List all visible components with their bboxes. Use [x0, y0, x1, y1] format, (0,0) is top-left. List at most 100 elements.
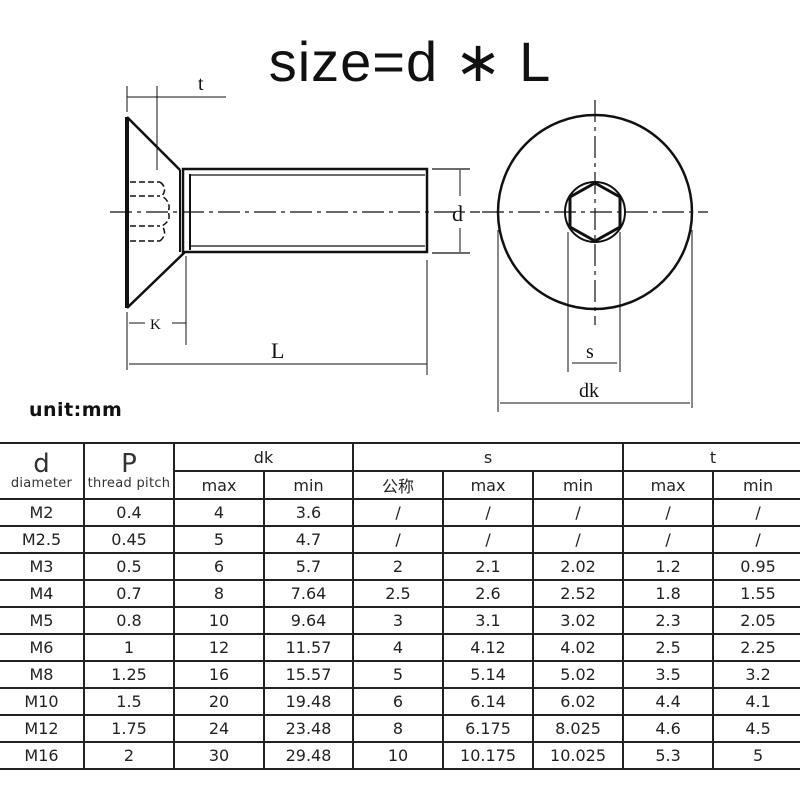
cell-s-nominal: 5: [352, 660, 445, 689]
cell-dk-min: 9.64: [262, 606, 355, 635]
cell-dk-min: 7.64: [262, 579, 355, 608]
cell-s-min: 2.52: [532, 579, 625, 608]
header-p-desc: thread pitch: [87, 475, 171, 491]
cell-pitch: 0.8: [83, 606, 175, 635]
cell-s-min: 2.02: [532, 552, 625, 581]
header-d-desc: diameter: [10, 475, 73, 491]
cell-dk-min: 15.57: [262, 660, 355, 689]
cell-s-nominal: /: [352, 525, 445, 554]
svg-text:dk: dk: [579, 380, 599, 402]
cell-t-max: /: [622, 525, 715, 554]
dimension-table: d diameter P thread pitch dk s t max min…: [0, 442, 800, 770]
cell-t-min: 4.1: [712, 687, 800, 716]
cell-t-max: 5.3: [622, 741, 715, 770]
header-p-symbol: P: [121, 448, 137, 479]
cell-s-max: 5.14: [442, 660, 535, 689]
cell-s-nominal: 4: [352, 633, 445, 662]
cell-t-max: 2.5: [622, 633, 715, 662]
header-dk-max: max: [173, 470, 265, 500]
cell-dk-min: 3.6: [262, 498, 355, 527]
header-p: P thread pitch: [83, 442, 175, 500]
cell-pitch: 0.45: [83, 525, 175, 554]
cell-s-max: /: [442, 498, 535, 527]
cell-size: M2: [0, 498, 85, 527]
cell-size: M16: [0, 741, 85, 770]
cell-t-max: 4.4: [622, 687, 715, 716]
cell-pitch: 2: [83, 741, 175, 770]
cell-pitch: 1.5: [83, 687, 175, 716]
cell-size: M5: [0, 606, 85, 635]
cell-dk-max: 20: [173, 687, 265, 716]
cell-dk-max: 12: [173, 633, 265, 662]
header-t-max: max: [622, 470, 715, 500]
header-s-min: min: [532, 470, 625, 500]
cell-dk-max: 24: [173, 714, 265, 743]
svg-text:t: t: [198, 73, 204, 95]
header-t-min: min: [712, 470, 800, 500]
cell-s-nominal: 3: [352, 606, 445, 635]
cell-dk-max: 10: [173, 606, 265, 635]
cell-s-max: /: [442, 525, 535, 554]
cell-size: M10: [0, 687, 85, 716]
cell-dk-max: 5: [173, 525, 265, 554]
svg-text:K: K: [150, 317, 161, 333]
cell-pitch: 0.7: [83, 579, 175, 608]
side-view: [110, 86, 480, 375]
cell-s-min: 5.02: [532, 660, 625, 689]
side-view-labels: t d K L: [150, 73, 463, 363]
cell-dk-max: 30: [173, 741, 265, 770]
cell-t-min: /: [712, 525, 800, 554]
cell-t-max: 1.2: [622, 552, 715, 581]
cell-dk-max: 8: [173, 579, 265, 608]
cell-t-min: 0.95: [712, 552, 800, 581]
cell-dk-min: 11.57: [262, 633, 355, 662]
header-d-symbol: d: [33, 448, 50, 479]
cell-t-min: /: [712, 498, 800, 527]
cell-s-max: 6.14: [442, 687, 535, 716]
header-s: s: [352, 442, 625, 472]
cell-dk-min: 29.48: [262, 741, 355, 770]
cell-s-max: 10.175: [442, 741, 535, 770]
header-row-1: d diameter P thread pitch dk s t: [0, 442, 800, 500]
cell-t-max: 3.5: [622, 660, 715, 689]
cell-s-nominal: /: [352, 498, 445, 527]
cell-dk-min: 19.48: [262, 687, 355, 716]
cell-s-min: 10.025: [532, 741, 625, 770]
cell-s-nominal: 6: [352, 687, 445, 716]
cell-s-min: 3.02: [532, 606, 625, 635]
cell-pitch: 1.25: [83, 660, 175, 689]
top-view: [482, 100, 708, 412]
cell-t-min: 2.05: [712, 606, 800, 635]
cell-pitch: 1: [83, 633, 175, 662]
header-s-max: max: [442, 470, 535, 500]
cell-s-min: 8.025: [532, 714, 625, 743]
cell-size: M12: [0, 714, 85, 743]
cell-t-min: 3.2: [712, 660, 800, 689]
cell-s-nominal: 2: [352, 552, 445, 581]
cell-dk-min: 5.7: [262, 552, 355, 581]
cell-dk-max: 16: [173, 660, 265, 689]
cell-s-nominal: 8: [352, 714, 445, 743]
header-dk: dk: [172, 442, 355, 472]
screw-technical-drawing: t d K L s dk: [110, 73, 708, 412]
cell-size: M2.5: [0, 525, 85, 554]
cell-pitch: 0.4: [83, 498, 175, 527]
unit-label: unit:mm: [29, 399, 123, 421]
cell-t-min: 1.55: [712, 579, 800, 608]
cell-s-max: 6.175: [442, 714, 535, 743]
svg-text:L: L: [271, 338, 284, 363]
page-title: size=d ∗ L: [268, 30, 552, 93]
cell-size: M8: [0, 660, 85, 689]
cell-s-min: /: [532, 525, 625, 554]
top-view-labels: s dk: [579, 341, 599, 402]
header-dk-min: min: [262, 470, 355, 500]
